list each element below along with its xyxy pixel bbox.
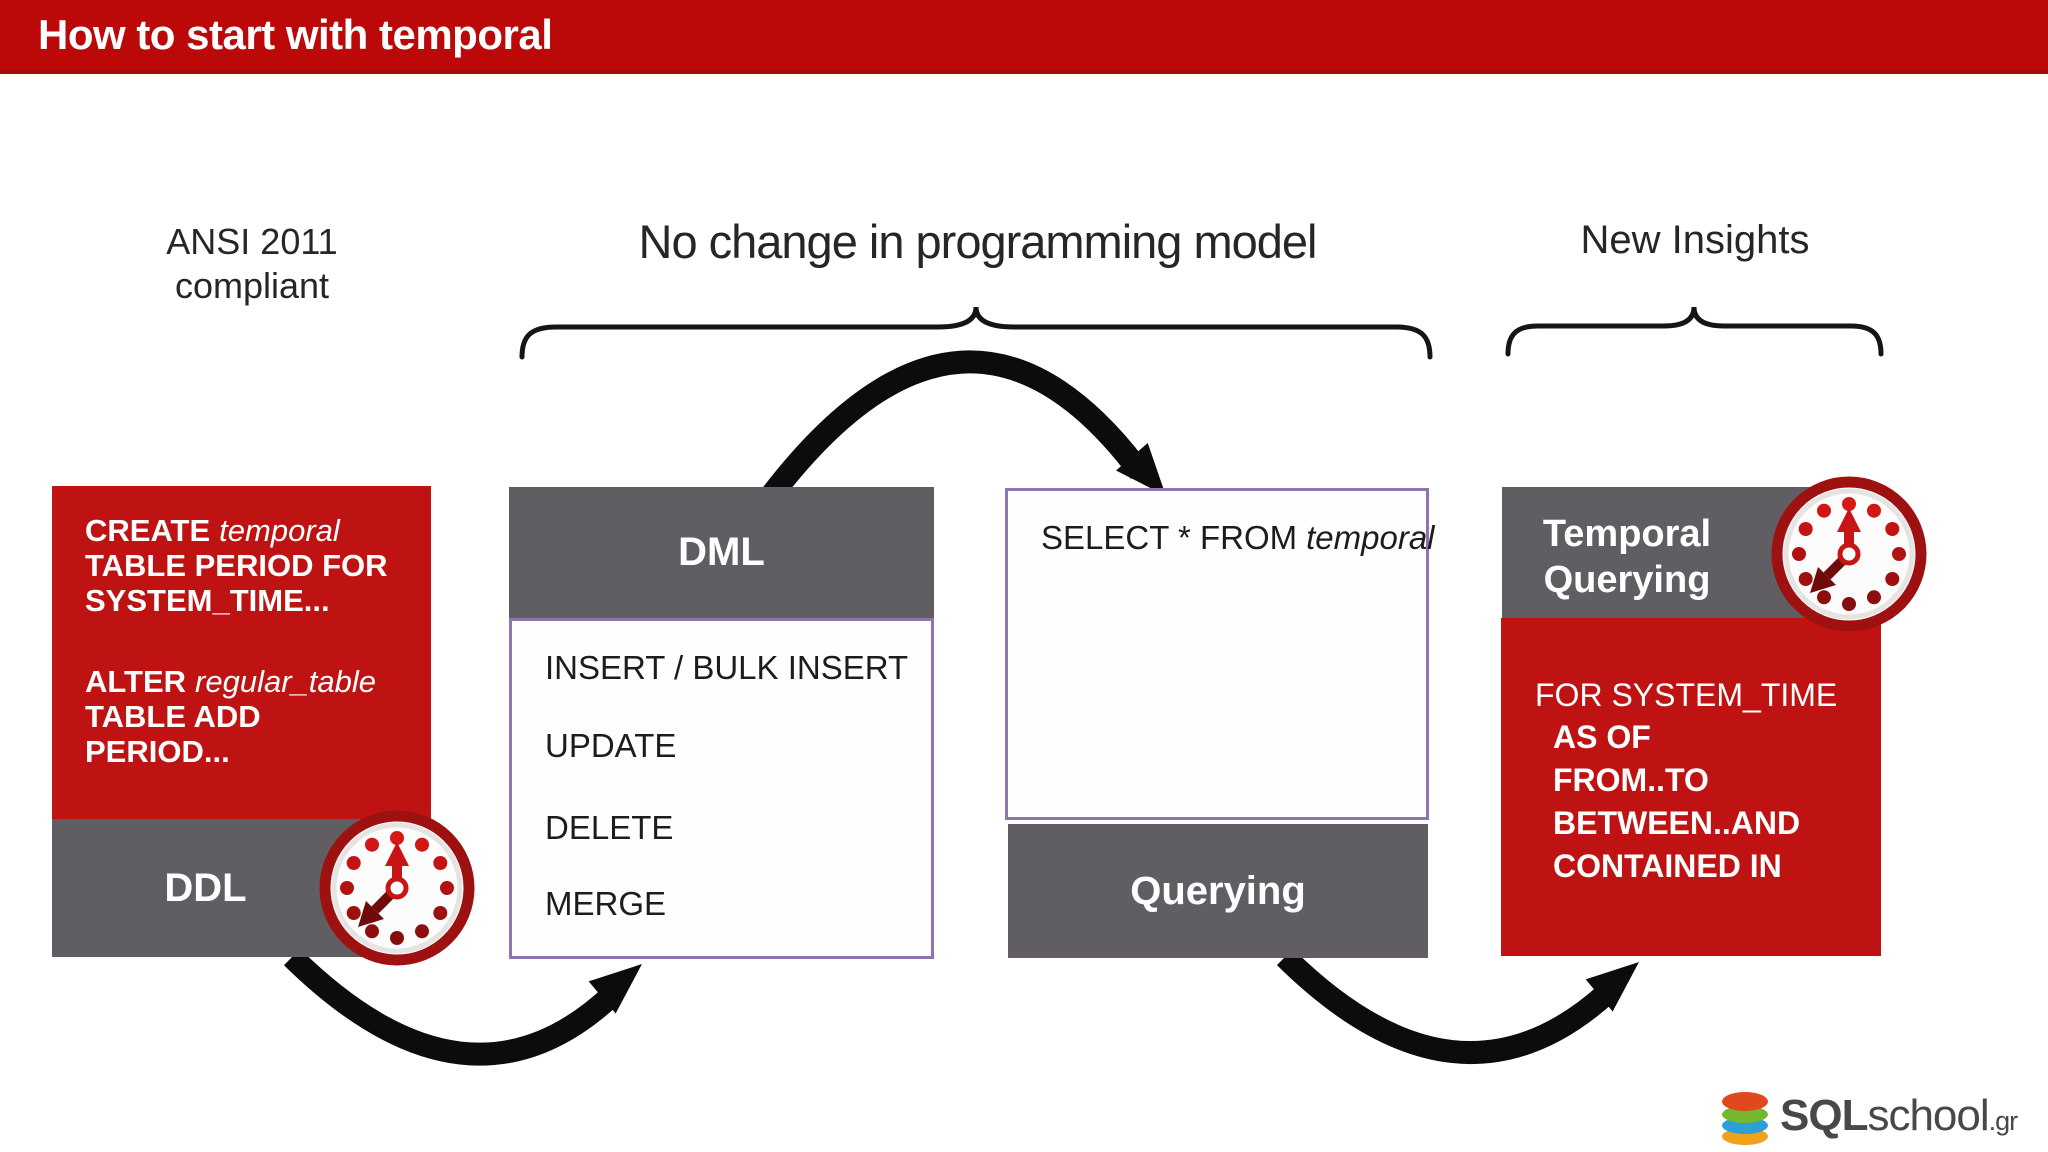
brace-right <box>1505 306 1884 357</box>
create-arg: temporal <box>219 513 340 548</box>
db-layer-green <box>1722 1106 1768 1123</box>
clock-icon <box>319 810 475 966</box>
sqlschool-logo: SQLschool.gr <box>1722 1090 2018 1146</box>
title-bar: How to start with temporal <box>0 0 2048 74</box>
logo-school: school <box>1867 1091 1989 1140</box>
no-change-label: No change in programming model <box>638 215 1318 268</box>
select-prefix: SELECT * FROM <box>1041 519 1298 556</box>
temporal-option: CONTAINED IN <box>1553 848 1782 884</box>
create-line3: SYSTEM_TIME... <box>85 583 330 618</box>
dml-item: MERGE <box>545 885 667 922</box>
logo-text: SQLschool.gr <box>1780 1091 2018 1146</box>
alter-line2: TABLE ADD <box>85 699 261 734</box>
ansi-compliant-label: ANSI 2011 compliant <box>92 220 412 308</box>
select-table: temporal <box>1306 519 1435 556</box>
brace-center <box>519 306 1433 360</box>
dml-header-bar: DML <box>509 487 934 618</box>
alter-keyword: ALTER <box>85 664 187 699</box>
clock-icon <box>1771 476 1927 632</box>
alter-arg: regular_table <box>195 664 376 699</box>
temporal-option: BETWEEN..AND <box>1553 805 1801 841</box>
page-title: How to start with temporal <box>38 11 553 58</box>
create-keyword: CREATE <box>85 513 211 548</box>
db-layer-red <box>1722 1092 1768 1111</box>
ansi-line1: ANSI 2011 <box>166 221 338 262</box>
querying-label: Querying <box>1130 868 1306 913</box>
new-insights-label: New Insights <box>1580 218 1810 262</box>
create-line2: TABLE PERIOD FOR <box>85 548 388 583</box>
logo-tld: .gr <box>1988 1106 2018 1136</box>
dml-operations-box: INSERT / BULK INSERT UPDATE DELETE MERGE <box>509 618 934 959</box>
temporal-option: AS OF <box>1553 719 1651 755</box>
alter-line3: PERIOD... <box>85 734 230 769</box>
temporal-querying-options-box: FOR SYSTEM_TIME AS OF FROM..TO BETWEEN..… <box>1501 618 1881 956</box>
querying-footer-bar: Querying <box>1008 824 1428 958</box>
dml-item: UPDATE <box>545 727 677 764</box>
temporal-querying-label: Temporal Querying <box>1542 513 1712 601</box>
arrow-querying-to-temporal <box>1276 948 1639 1065</box>
dml-item: DELETE <box>545 809 674 846</box>
logo-sql: SQL <box>1780 1091 1868 1140</box>
for-system-time-line: FOR SYSTEM_TIME <box>1535 677 1838 713</box>
temporal-option: FROM..TO <box>1553 762 1709 798</box>
ansi-line2: compliant <box>174 265 330 306</box>
database-icon <box>1722 1092 1768 1146</box>
ddl-label: DDL <box>164 865 247 910</box>
dml-item: INSERT / BULK INSERT <box>545 649 909 686</box>
dml-label: DML <box>678 530 765 574</box>
